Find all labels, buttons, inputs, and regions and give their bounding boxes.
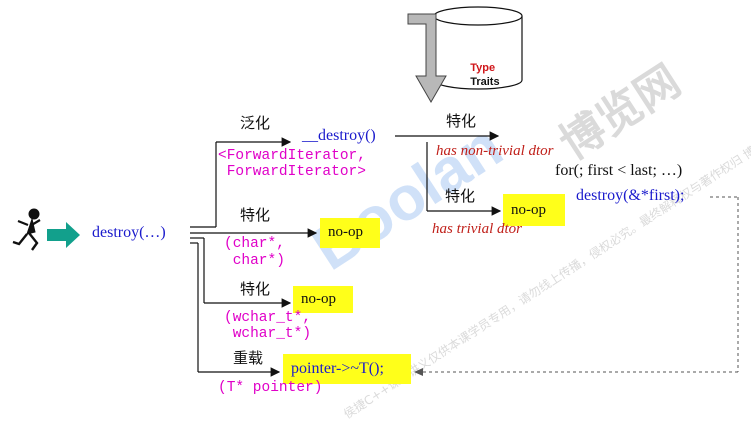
pointer-dtor-highlight bbox=[283, 354, 411, 384]
loop-line2: destroy(&*first); bbox=[576, 187, 685, 204]
label-special-trivial: 特化 bbox=[445, 187, 476, 205]
label-generic: 泛化 bbox=[240, 114, 271, 132]
label-overload: 重载 bbox=[233, 349, 264, 367]
wchar-noop: no-op bbox=[301, 291, 336, 307]
type-traits-label-top: Type bbox=[470, 62, 496, 74]
entry-call-destroy: destroy(…) bbox=[92, 224, 166, 241]
helper-param-line2: ForwardIterator> bbox=[218, 164, 366, 180]
diagram-connectors bbox=[12, 6, 739, 377]
wchar-noop-highlight bbox=[293, 286, 353, 313]
wchar-param-line2: wchar_t*) bbox=[224, 326, 312, 342]
char-noop-highlight bbox=[320, 218, 380, 248]
type-traits-cylinder-icon bbox=[433, 6, 523, 90]
wchar-param-line1: (wchar_t*, bbox=[224, 310, 312, 326]
char-param-line1: (char*, bbox=[224, 236, 285, 252]
pointer-dtor-call: pointer->~T(); bbox=[291, 360, 384, 377]
char-param-line2: char*) bbox=[224, 253, 285, 269]
trivial-dtor-label: has trivial dtor bbox=[432, 221, 523, 237]
pointer-param: (T* pointer) bbox=[218, 380, 323, 396]
label-special-wchar: 特化 bbox=[240, 280, 271, 298]
running-figure-icon bbox=[12, 208, 41, 251]
loop-line1: for(; first < last; …) bbox=[555, 162, 683, 179]
helper-param-line1: <ForwardIterator, bbox=[218, 148, 366, 164]
label-special-nontrivial: 特化 bbox=[446, 112, 477, 130]
label-special-char: 特化 bbox=[240, 206, 271, 224]
start-arrow-icon bbox=[47, 222, 80, 248]
trivial-noop-highlight bbox=[503, 194, 565, 226]
char-noop: no-op bbox=[328, 224, 363, 240]
helper-destroy-call: __destroy() bbox=[302, 127, 376, 144]
nontrivial-dtor-label: has non-trivial dtor bbox=[436, 143, 554, 159]
curved-arrow-icon bbox=[407, 13, 447, 104]
type-traits-label-bottom: Traits bbox=[470, 76, 500, 88]
trivial-noop: no-op bbox=[511, 202, 546, 218]
destroy-dispatch-diagram: Boolan 博览网 侯捷C++课程讲义仅供本课学员专用，请勿线上传播，侵权必究… bbox=[12, 6, 751, 421]
